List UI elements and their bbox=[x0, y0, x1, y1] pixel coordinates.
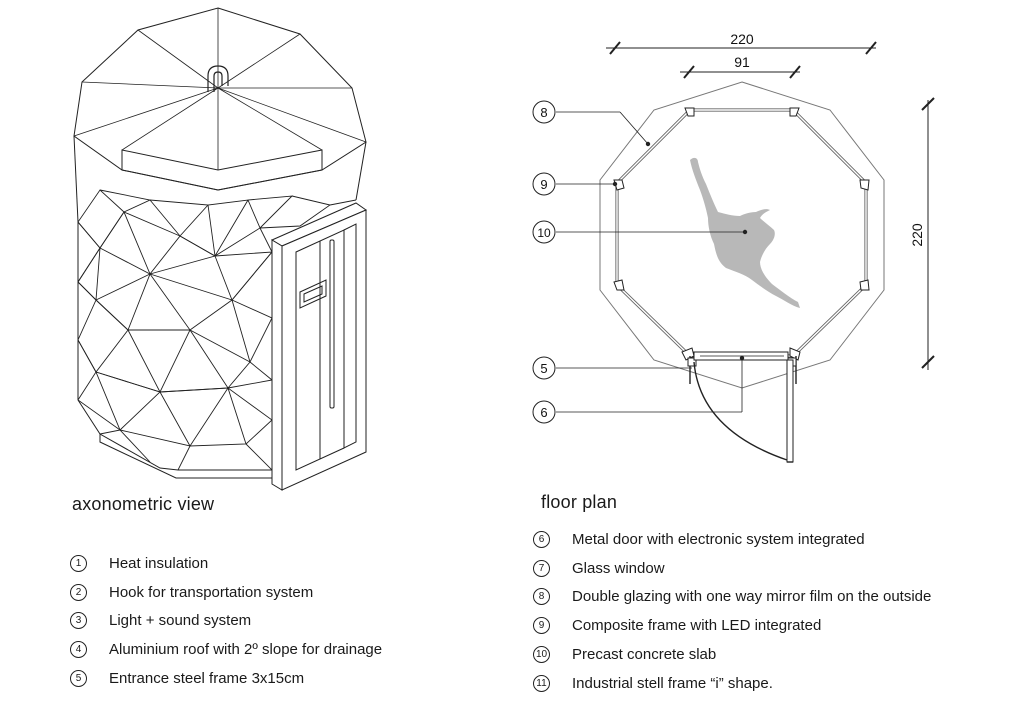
legend-item: 10 Precast concrete slab bbox=[533, 640, 931, 669]
legend-number: 3 bbox=[70, 612, 87, 630]
legend-number: 11 bbox=[533, 674, 550, 692]
legend-item: 1 Heat insulation bbox=[70, 549, 382, 578]
legend-text: Entrance steel frame 3x15cm bbox=[109, 670, 305, 688]
legend-item: 5 Entrance steel frame 3x15cm bbox=[70, 664, 382, 693]
legend-text: Double glazing with one way mirror film … bbox=[572, 588, 932, 606]
svg-text:9: 9 bbox=[540, 177, 547, 192]
legend-number: 2 bbox=[70, 583, 87, 601]
callout-8: 8 bbox=[532, 100, 651, 147]
legend-number: 8 bbox=[533, 588, 550, 606]
hook bbox=[207, 65, 229, 92]
legend-item: 3 Light + sound system bbox=[70, 607, 382, 636]
legend-text: Precast concrete slab bbox=[572, 646, 717, 664]
legend-left: 1 Heat insulation 2 Hook for transportatio… bbox=[70, 549, 382, 693]
legend-right: 6 Metal door with electronic system integ… bbox=[533, 525, 931, 698]
legend-text: Industrial stell frame “i” shape. bbox=[572, 674, 773, 692]
legend-text: Light + sound system bbox=[109, 612, 252, 630]
svg-text:8: 8 bbox=[540, 105, 547, 120]
legend-item: 4 Aluminium roof with 2º slope for draina… bbox=[70, 635, 382, 664]
legend-number: 4 bbox=[70, 641, 87, 659]
legend-item: 6 Metal door with electronic system integ… bbox=[533, 525, 931, 554]
dim-top-inner-label: 91 bbox=[734, 54, 750, 70]
legend-text: Glass window bbox=[572, 559, 665, 577]
dim-top-outer bbox=[606, 41, 877, 55]
svg-text:6: 6 bbox=[540, 405, 547, 420]
legend-item: 9 Composite frame with LED integrated bbox=[533, 611, 931, 640]
callout-5: 5 bbox=[532, 356, 692, 380]
floor-plan: 220 91 220 bbox=[532, 31, 935, 463]
legend-item: 8 Double glazing with one way mirror film… bbox=[533, 583, 931, 612]
dim-right bbox=[921, 97, 935, 370]
legend-text: Hook for transportation system bbox=[109, 583, 314, 601]
body-facets bbox=[78, 189, 356, 470]
legend-number: 5 bbox=[70, 670, 87, 688]
dim-top-outer-label: 220 bbox=[730, 31, 754, 47]
axonometric-view bbox=[73, 7, 368, 491]
legend-item: 2 Hook for transportation system bbox=[70, 578, 382, 607]
legend-number: 10 bbox=[533, 646, 550, 664]
dim-right-label: 220 bbox=[909, 223, 925, 247]
svg-text:5: 5 bbox=[540, 361, 547, 376]
legend-number: 9 bbox=[533, 617, 550, 635]
legend-item: 7 Glass window bbox=[533, 554, 931, 583]
svg-text:10: 10 bbox=[537, 226, 551, 240]
callout-6: 6 bbox=[532, 355, 745, 424]
entrance-frame bbox=[270, 202, 368, 491]
legend-text: Heat insulation bbox=[109, 554, 209, 572]
dim-top-inner bbox=[680, 65, 801, 79]
corner-frames bbox=[613, 107, 870, 361]
axonometric-title: axonometric view bbox=[72, 494, 215, 514]
floor-plan-title: floor plan bbox=[541, 492, 618, 512]
legend-text: Composite frame with LED integrated bbox=[572, 617, 822, 635]
legend-text: Metal door with electronic system integr… bbox=[572, 530, 865, 548]
legend-number: 6 bbox=[533, 530, 550, 548]
legend-item: 11 Industrial stell frame “i” shape. bbox=[533, 669, 931, 698]
door bbox=[687, 351, 797, 463]
callout-9: 9 bbox=[532, 172, 618, 196]
legend-text: Aluminium roof with 2º slope for drainag… bbox=[109, 641, 383, 659]
callout-10: 10 bbox=[532, 220, 748, 244]
legend-number: 1 bbox=[70, 554, 87, 572]
legend-number: 7 bbox=[533, 559, 550, 577]
